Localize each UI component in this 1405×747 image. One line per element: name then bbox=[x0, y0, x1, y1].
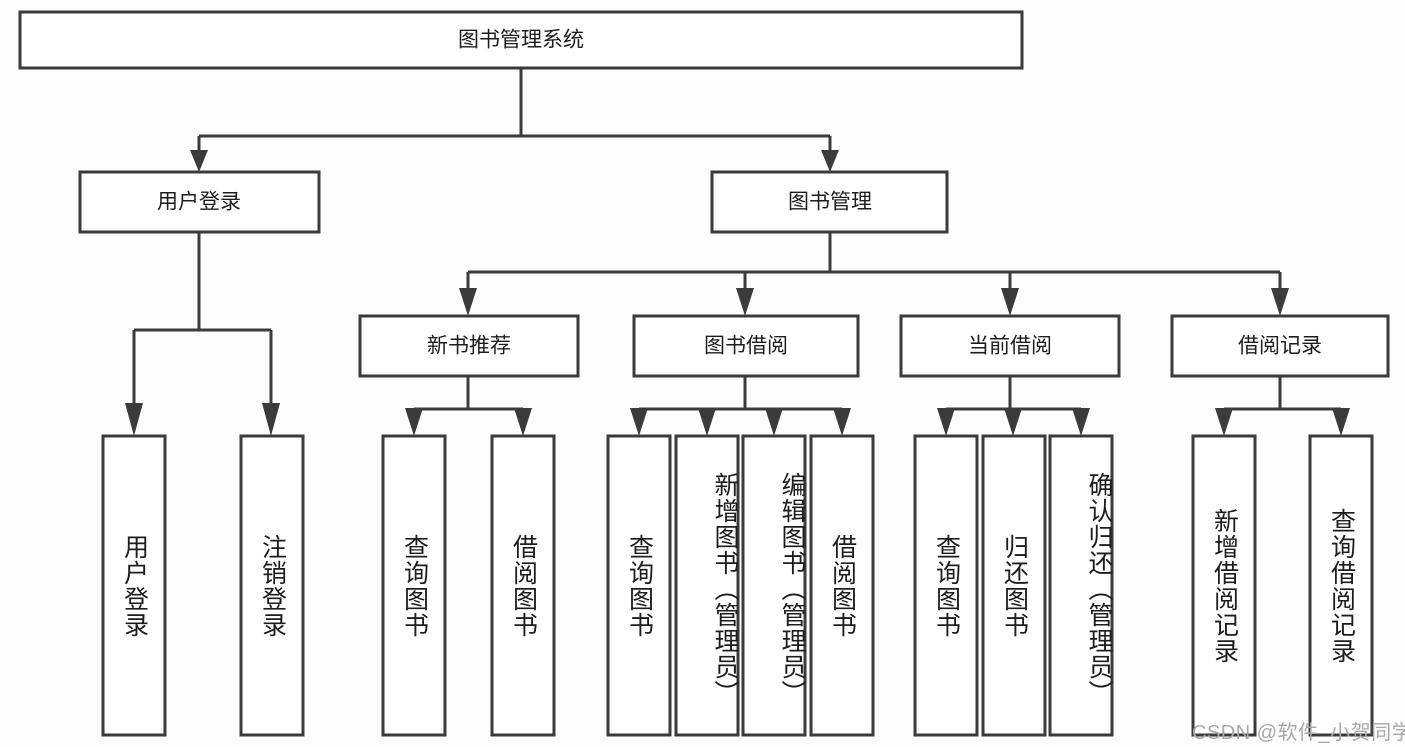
leaf-box-logout[interactable] bbox=[239, 434, 305, 737]
arrow-heads bbox=[125, 150, 1350, 436]
arrow-icon-book-new bbox=[459, 288, 477, 316]
node-book-management-box[interactable] bbox=[710, 170, 949, 234]
leaf-boxes bbox=[101, 434, 1374, 737]
node-root-label: 图书管理系统 bbox=[458, 29, 584, 52]
arrow-icon-record-c2 bbox=[1332, 408, 1350, 436]
node-current-borrow[interactable]: 当前借阅 bbox=[899, 314, 1121, 378]
leaf-box-add-book-admin[interactable] bbox=[674, 434, 740, 737]
node-current-borrow-label: 当前借阅 bbox=[968, 335, 1052, 358]
leaf-box-confirm-return[interactable] bbox=[1048, 434, 1114, 737]
arrow-icon-current-c1 bbox=[937, 408, 955, 436]
node-borrow-record-box[interactable] bbox=[1170, 314, 1390, 378]
leaf-box-add-record[interactable] bbox=[1191, 434, 1257, 737]
node-book-borrow-label: 图书借阅 bbox=[704, 335, 788, 358]
arrow-icon-current-c2 bbox=[1004, 408, 1022, 436]
node-root-box[interactable] bbox=[18, 10, 1024, 70]
arrow-icon-borrow-c3 bbox=[765, 408, 783, 436]
node-book-management[interactable]: 图书管理 bbox=[710, 170, 949, 234]
node-root[interactable]: 图书管理系统 bbox=[18, 10, 1024, 70]
leaf-box-borrow-book-1[interactable] bbox=[490, 434, 556, 737]
arrow-icon-user-c1 bbox=[125, 403, 143, 436]
arrow-icon-user-c2 bbox=[262, 403, 280, 436]
leaf-box-return-book[interactable] bbox=[981, 434, 1047, 737]
arrow-icon-root-book bbox=[821, 150, 839, 172]
arrow-icon-borrow-c2 bbox=[698, 408, 716, 436]
node-book-borrow-box[interactable] bbox=[632, 314, 860, 378]
node-book-management-label: 图书管理 bbox=[788, 191, 872, 214]
leaf-box-user-login[interactable] bbox=[101, 434, 167, 737]
arrow-icon-book-record bbox=[1271, 288, 1289, 316]
node-new-book-recommend[interactable]: 新书推荐 bbox=[358, 314, 580, 378]
leaf-box-query-book-3[interactable] bbox=[913, 434, 979, 737]
arrow-icon-book-borrow bbox=[736, 288, 754, 316]
node-borrow-record[interactable]: 借阅记录 bbox=[1170, 314, 1390, 378]
arrow-icon-borrow-c4 bbox=[833, 408, 851, 436]
leaf-box-query-record[interactable] bbox=[1308, 434, 1374, 737]
leaf-box-query-book-2[interactable] bbox=[606, 434, 672, 737]
node-user-login-label: 用户登录 bbox=[157, 191, 241, 214]
arrow-icon-current-c3 bbox=[1072, 408, 1090, 436]
node-current-borrow-box[interactable] bbox=[899, 314, 1121, 378]
leaf-box-edit-book-admin[interactable] bbox=[741, 434, 807, 737]
arrow-icon-root-user bbox=[190, 150, 208, 172]
leaf-box-borrow-book-2[interactable] bbox=[809, 434, 875, 737]
node-book-borrow[interactable]: 图书借阅 bbox=[632, 314, 860, 378]
leaf-box-query-book-1[interactable] bbox=[381, 434, 447, 737]
node-new-book-recommend-box[interactable] bbox=[358, 314, 580, 378]
arrow-icon-newbook-c2 bbox=[514, 408, 532, 436]
arrow-icon-record-c1 bbox=[1215, 408, 1233, 436]
node-user-login-box[interactable] bbox=[78, 170, 321, 234]
csdn-watermark: CSDN @软件_小贺同学 bbox=[1192, 722, 1405, 744]
node-borrow-record-label: 借阅记录 bbox=[1238, 335, 1322, 358]
arrow-icon-borrow-c1 bbox=[630, 408, 648, 436]
node-user-login[interactable]: 用户登录 bbox=[78, 170, 321, 234]
arrow-icon-newbook-c1 bbox=[405, 408, 423, 436]
node-new-book-recommend-label: 新书推荐 bbox=[427, 335, 511, 358]
arrow-icon-book-current bbox=[1001, 288, 1019, 316]
